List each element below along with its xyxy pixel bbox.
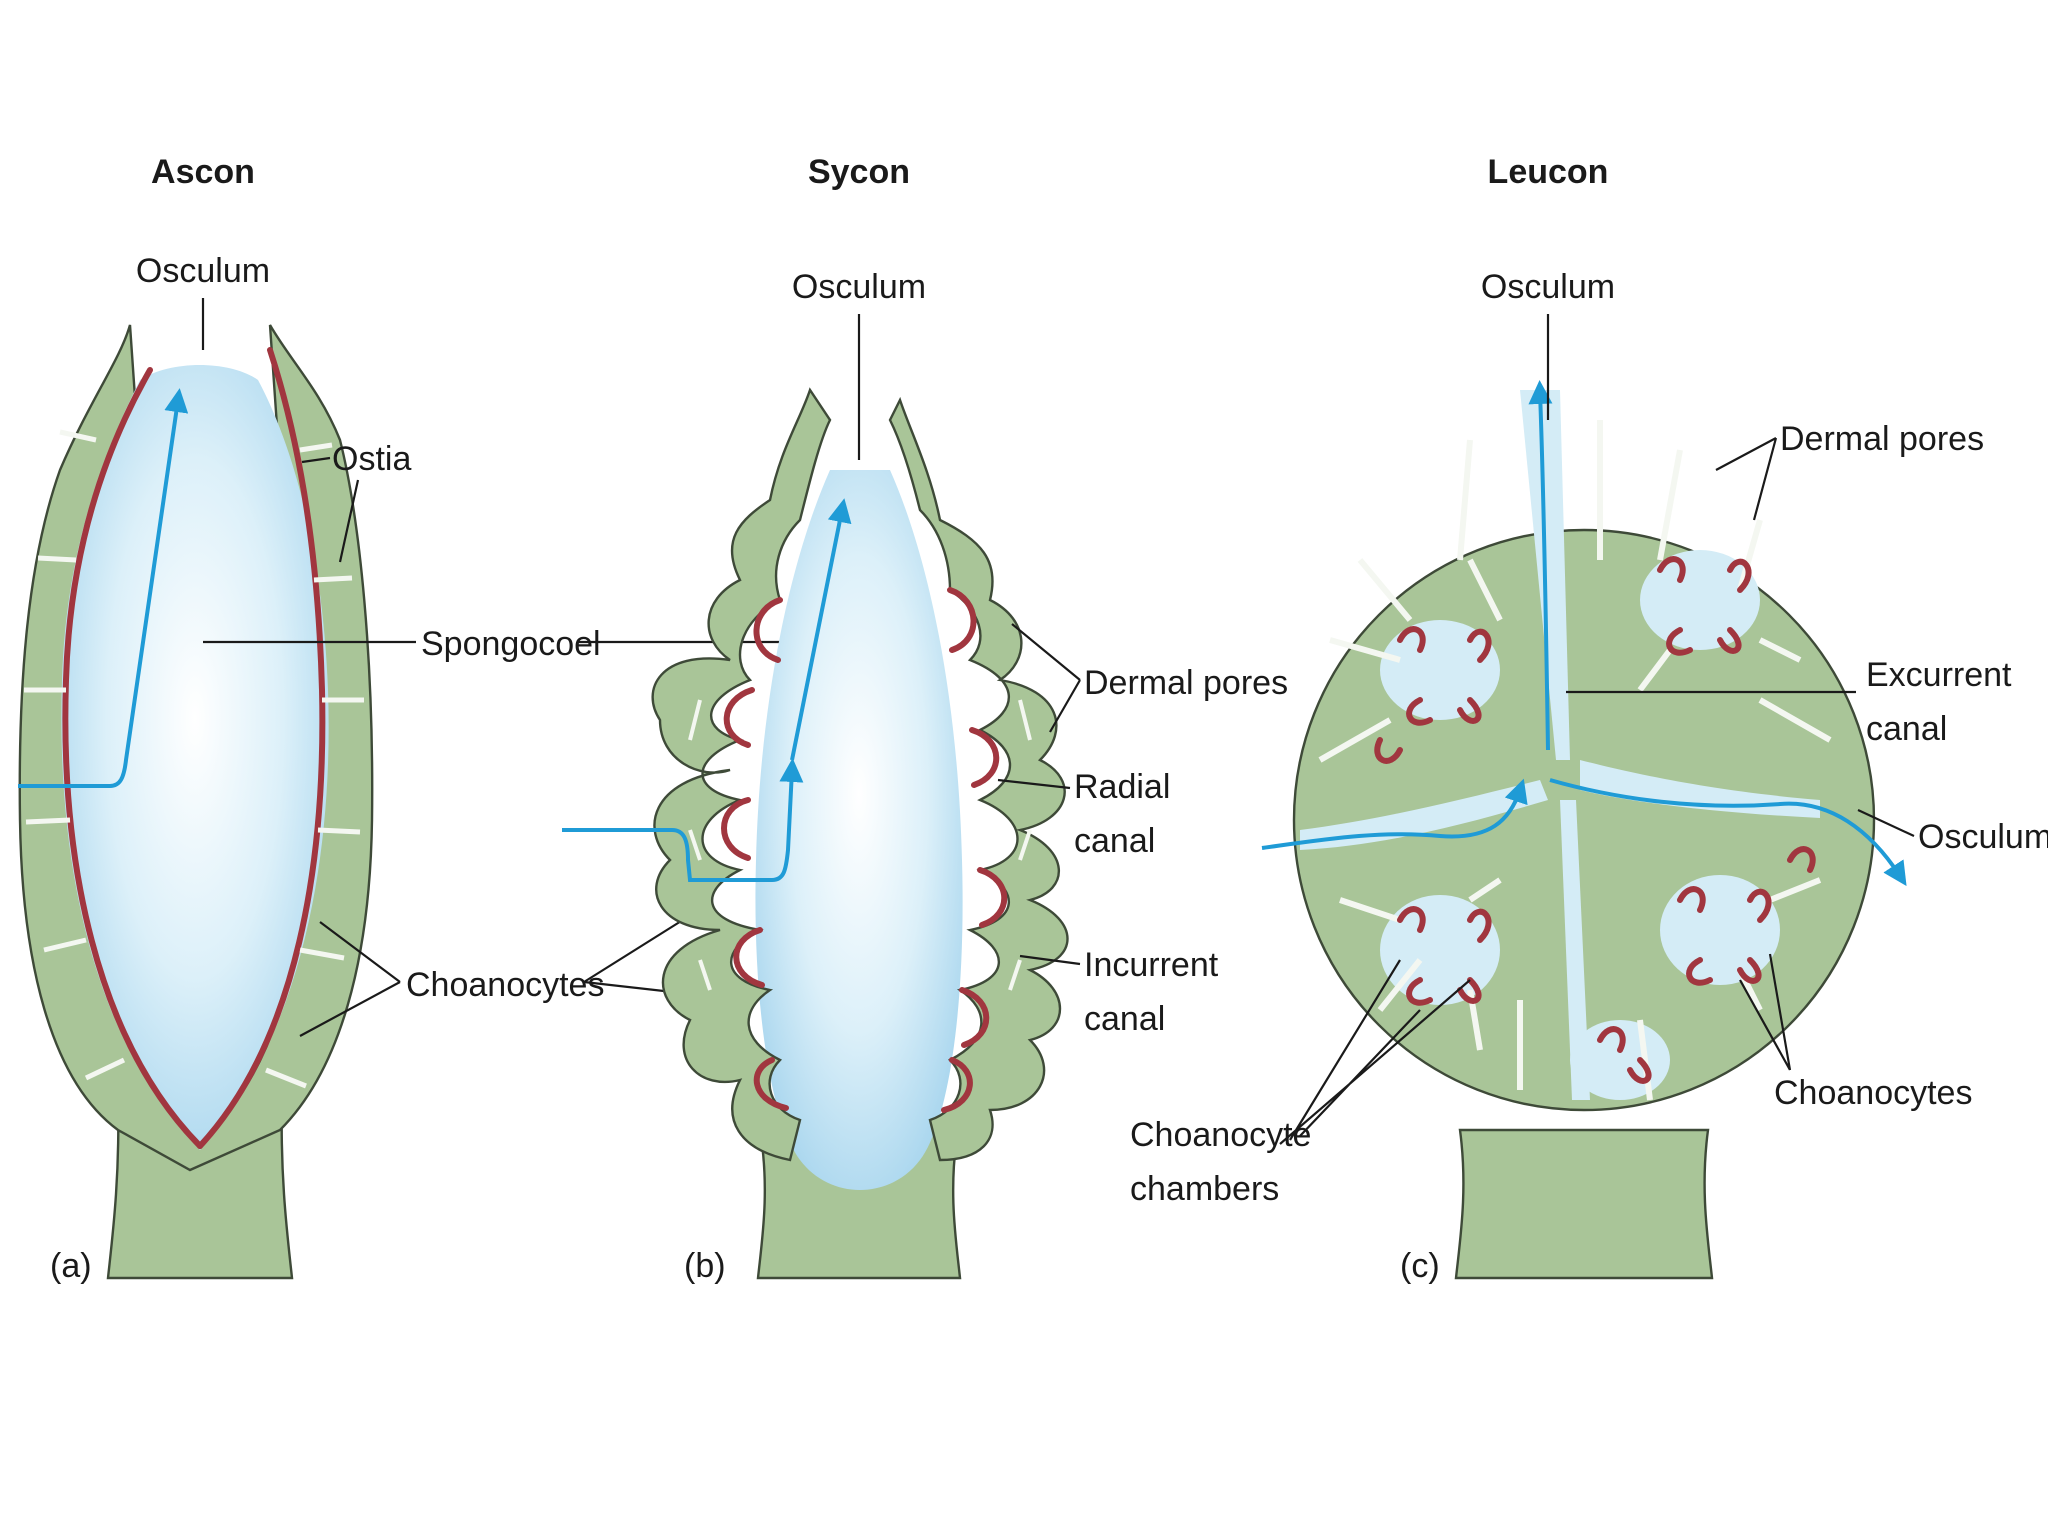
sycon-radial-canal-label-1: Radial [1074, 768, 1170, 806]
leucon-dermal-pores-leader [1716, 438, 1776, 520]
leucon-title: Leucon [1488, 153, 1609, 191]
leucon-panel: Leucon [1130, 153, 2048, 1285]
sycon-spongocoel [755, 470, 962, 1190]
leucon-panel-letter: (c) [1400, 1247, 1440, 1285]
ascon-choanocytes-label: Choanocytes [406, 966, 604, 1004]
leucon-stalk [1456, 1130, 1712, 1278]
leucon-choanocytes-label: Choanocytes [1774, 1074, 1972, 1112]
ascon-osculum-label: Osculum [136, 252, 270, 290]
leucon-chambers-label-1: Choanocyte [1130, 1116, 1311, 1154]
sycon-dermal-pores-label: Dermal pores [1084, 664, 1288, 702]
leucon-chambers-label-2: chambers [1130, 1170, 1279, 1208]
ascon-panel: Ascon Osculum Ostia [18, 153, 838, 1285]
ascon-title: Ascon [151, 153, 255, 191]
leucon-excurrent-canal-label-1: Excurrent [1866, 656, 2012, 694]
leucon-excurrent-canal-label-2: canal [1866, 710, 1947, 748]
leucon-osculum-top-label: Osculum [1481, 268, 1615, 306]
ascon-panel-letter: (a) [50, 1247, 92, 1285]
leucon-dermal-pores-label: Dermal pores [1780, 420, 1984, 458]
sycon-osculum-label: Osculum [792, 268, 926, 306]
sycon-title: Sycon [808, 153, 910, 191]
leucon-osculum-side-label: Osculum [1918, 818, 2048, 856]
ascon-ostia-label: Ostia [332, 440, 411, 478]
sycon-panel-letter: (b) [684, 1247, 726, 1285]
sycon-incurrent-canal-label-1: Incurrent [1084, 946, 1219, 984]
sycon-incurrent-canal-label-2: canal [1084, 1000, 1165, 1038]
sycon-radial-canal-label-2: canal [1074, 822, 1155, 860]
ascon-spongocoel-label: Spongocoel [421, 625, 601, 663]
